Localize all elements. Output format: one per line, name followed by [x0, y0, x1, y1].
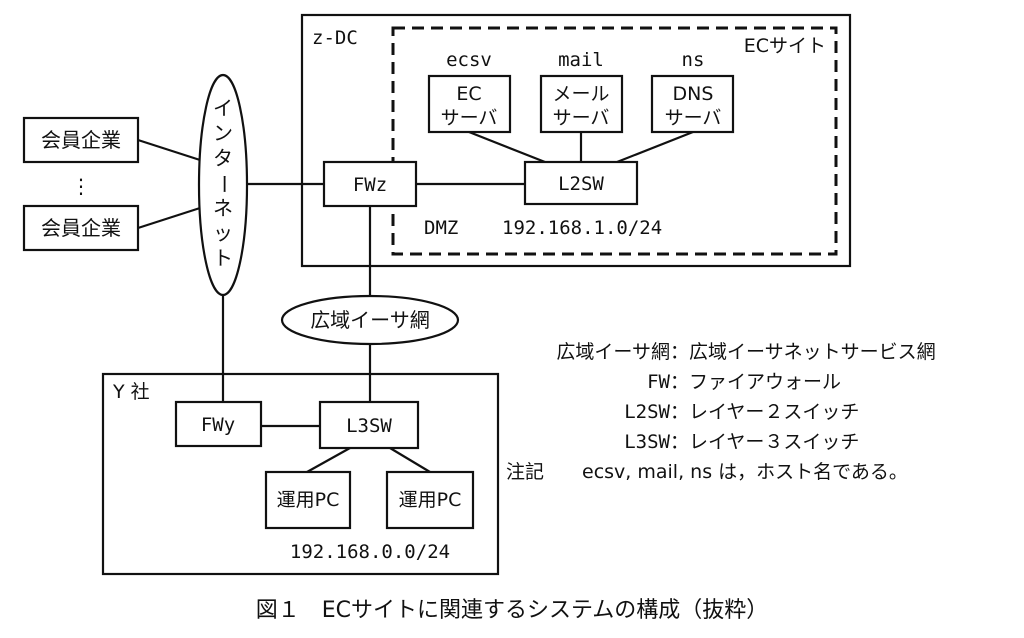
y-company-subnet: 192.168.0.0/24 [290, 541, 450, 563]
ec-site-frame [391, 26, 838, 256]
host-ecsv: ecsv [446, 49, 492, 71]
member-company-1: 会員企業 [22, 116, 140, 164]
l3sw: L3SW [318, 400, 420, 450]
note-label: 注記 [506, 461, 544, 483]
internet: イ ン タ ー ネ ッ ト [197, 73, 249, 297]
y-company-label: Y 社 [112, 381, 150, 403]
mail-server-line1: メール [552, 83, 609, 105]
ec-server-line2: サーバ [441, 107, 498, 129]
legend-def-2: ：ファイアウォール [670, 371, 841, 393]
member-company-1-box [22, 116, 140, 164]
zdc-frame [300, 13, 852, 268]
wide-ether-label: 広域イーサ網 [310, 308, 430, 332]
internet-char-4: ー [212, 174, 236, 194]
ops-pc-1: 運用PC [264, 470, 352, 530]
dns-server-line2: サーバ [665, 107, 722, 129]
dns-server: DNS サーバ [650, 74, 735, 134]
internet-char-7: ト [213, 246, 233, 270]
internet-char-6: ッ [213, 221, 233, 245]
legend-def-4: ：レイヤー３スイッチ [670, 431, 859, 453]
mail-server-box [539, 74, 624, 134]
dns-server-box [650, 74, 735, 134]
fwy-box [174, 400, 263, 448]
fwy: FWy [174, 400, 263, 448]
fwz-box [322, 160, 418, 208]
internet-ellipse [197, 73, 249, 297]
figure-caption: 図１ ECサイトに関連するシステムの構成（抜粋） [256, 598, 769, 623]
internet-char-5: ネ [213, 196, 233, 220]
legend-def-3: ：レイヤー２スイッチ [670, 401, 859, 423]
connection-lines [137, 130, 694, 473]
mail-server-line2: サーバ [553, 107, 610, 129]
l3sw-label: L3SW [346, 415, 392, 437]
link-ecserver-l2sw [468, 130, 546, 164]
l2sw-label: L2SW [558, 173, 604, 195]
ec-site-label: ECサイト [744, 35, 826, 57]
l2sw-box [523, 160, 639, 206]
link-dnsserver-l2sw [616, 130, 694, 164]
zdc-label: z-DC [312, 27, 358, 49]
legend-def-1: ：広域イーサネットサービス網 [670, 341, 936, 363]
fwy-label: FWy [201, 414, 235, 436]
internet-char-3: タ [213, 146, 233, 170]
member-company-2-label: 会員企業 [41, 216, 121, 240]
ops-pc-2: 運用PC [385, 470, 475, 530]
host-mail: mail [558, 49, 604, 71]
legend-term-2: FW [647, 371, 670, 393]
member-company-2-box [22, 204, 140, 252]
mail-server: メール サーバ [539, 74, 624, 134]
wide-ether-ellipse [280, 294, 460, 346]
l3sw-box [318, 400, 420, 450]
host-ns: ns [682, 49, 705, 71]
internet-char-2: ン [213, 121, 233, 145]
internet-char-1: イ [213, 96, 233, 120]
l2sw: L2SW [523, 160, 639, 206]
note-text: ecsv, mail, ns は，ホスト名である。 [582, 461, 908, 483]
link-l3sw-pc2 [389, 447, 431, 473]
members-ellipsis: ⋮ [71, 174, 91, 198]
y-company-frame [101, 372, 500, 576]
ec-server: EC サーバ [427, 74, 512, 134]
dns-server-line1: DNS [673, 83, 714, 105]
legend-term-1: 広域イーサ網 [556, 341, 670, 363]
fwz: FWz [322, 160, 418, 208]
wide-ether: 広域イーサ網 [280, 294, 460, 346]
legend-term-4: L3SW [624, 431, 670, 453]
link-member1-internet [137, 138, 201, 162]
ops-pc-1-box [264, 470, 352, 530]
legend: 広域イーサ網 ：広域イーサネットサービス網 FW ：ファイアウォール L2SW … [506, 341, 936, 483]
link-l3sw-pc1 [306, 447, 351, 473]
ops-pc-2-box [385, 470, 475, 530]
fwz-label: FWz [353, 174, 387, 196]
ec-server-line1: EC [456, 83, 481, 105]
member-company-1-label: 会員企業 [41, 128, 121, 152]
legend-term-3: L2SW [624, 401, 670, 423]
dmz-label: DMZ [424, 217, 458, 239]
member-company-2: 会員企業 [22, 204, 140, 252]
ops-pc-1-label: 運用PC [277, 489, 340, 511]
link-member2-internet [137, 206, 201, 230]
dmz-subnet: 192.168.1.0/24 [502, 217, 662, 239]
ec-server-box [427, 74, 512, 134]
ops-pc-2-label: 運用PC [399, 489, 462, 511]
